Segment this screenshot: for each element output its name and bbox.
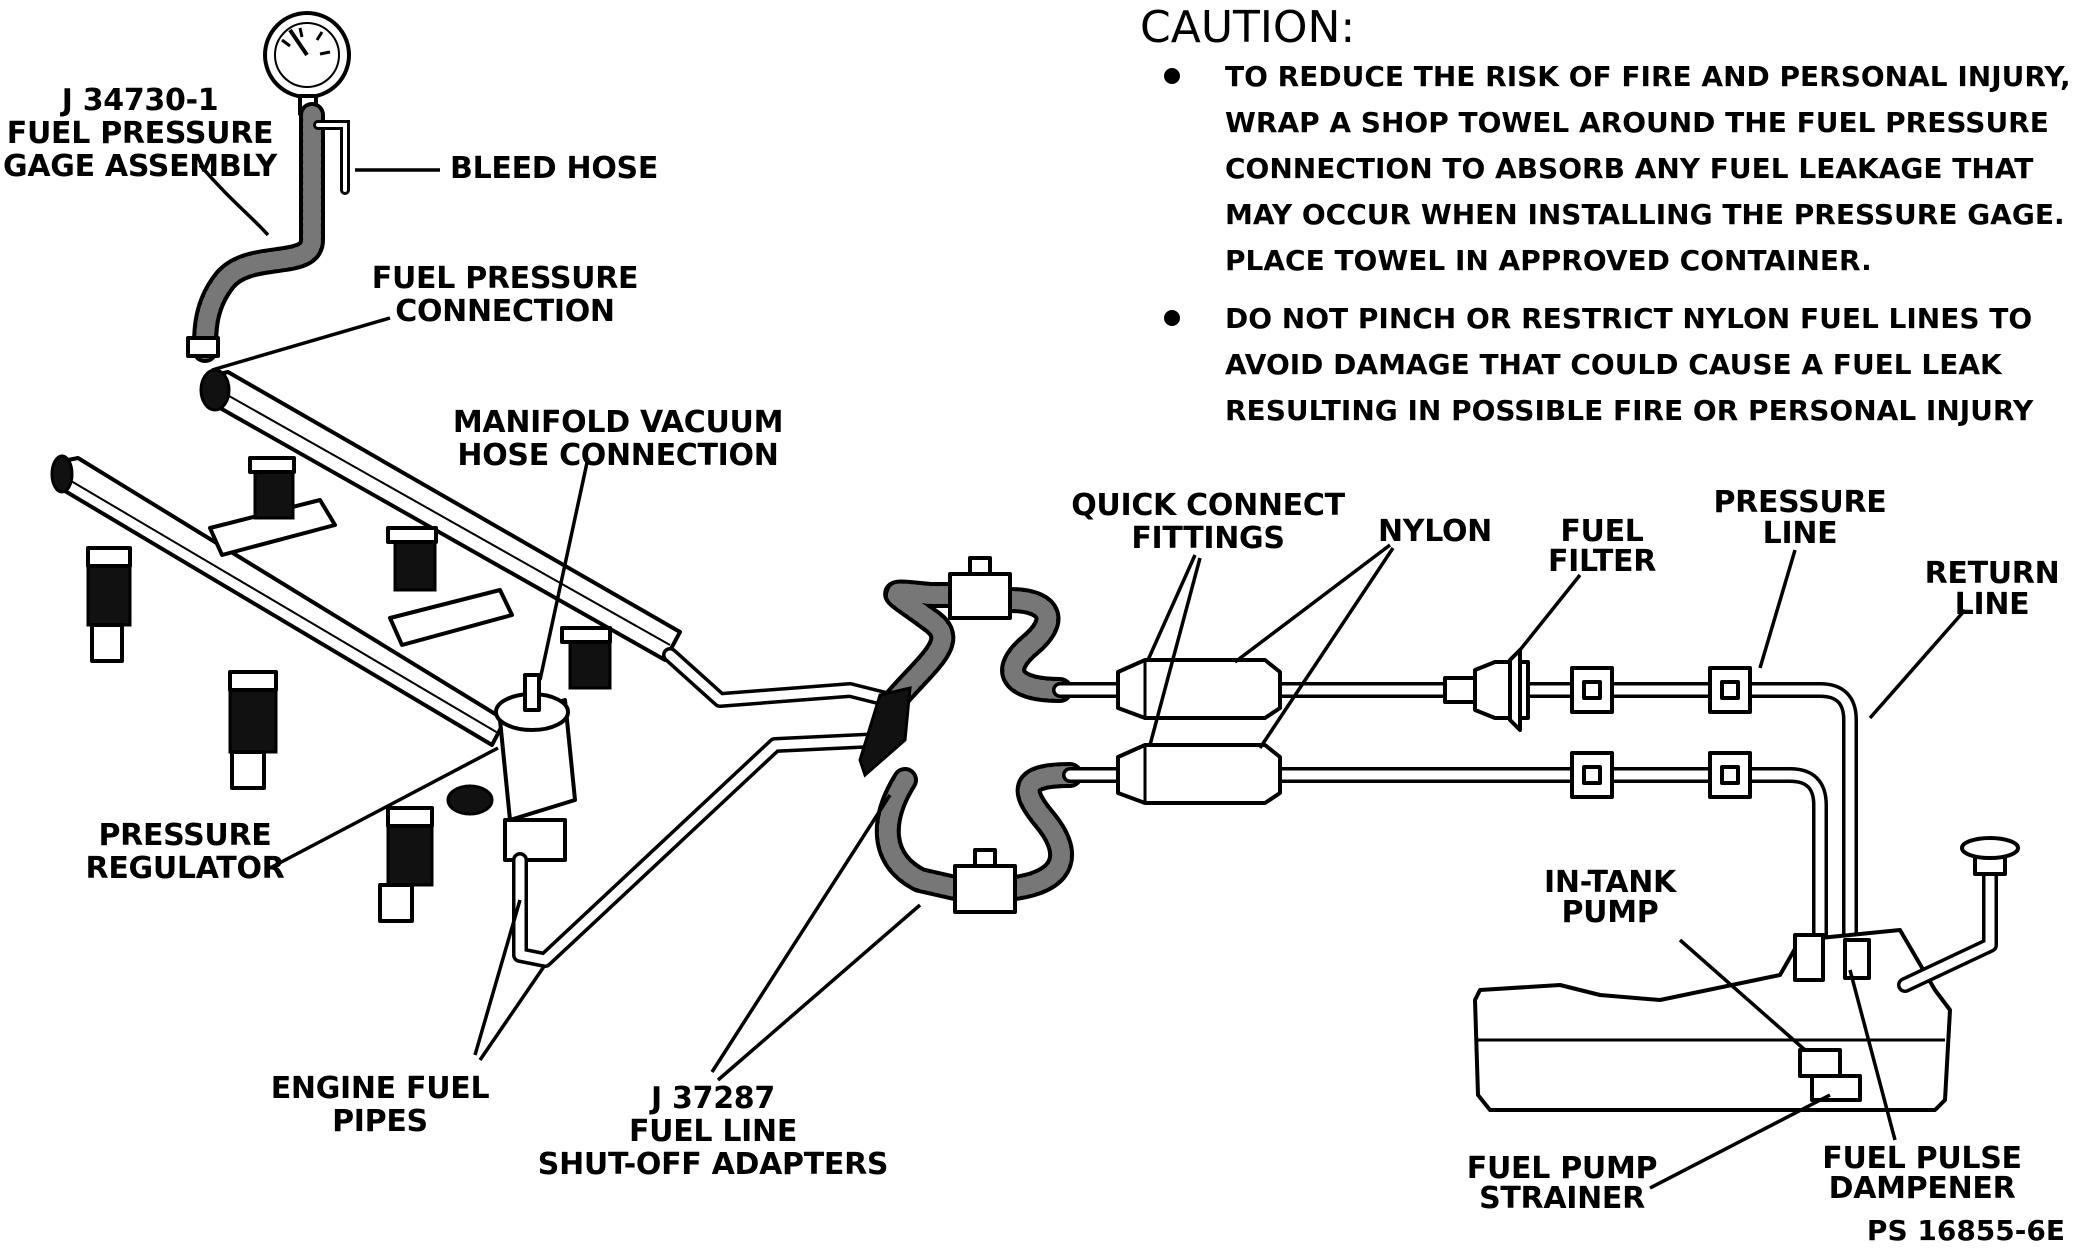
svg-text:IN-TANK: IN-TANK (1544, 865, 1678, 900)
svg-text:STRAINER: STRAINER (1479, 1181, 1645, 1216)
svg-text:FUEL PRESSURE: FUEL PRESSURE (7, 116, 273, 151)
fuel-injector (560, 626, 612, 690)
rail-bracket (388, 588, 514, 647)
label-gage-assembly: J 34730-1 FUEL PRESSURE GAGE ASSEMBLY (3, 83, 279, 184)
label-nylon: NYLON (1378, 514, 1492, 549)
label-fuel-pulse-dampener: FUEL PULSE DAMPENER (1822, 1141, 2022, 1206)
shutoff-adapter-valve (948, 572, 1012, 620)
svg-text:FUEL LINE: FUEL LINE (629, 1114, 797, 1149)
svg-text:RETURN: RETURN (1925, 556, 2060, 591)
line-clip (1708, 666, 1752, 714)
in-tank-pump (1798, 1048, 1842, 1078)
svg-text:J 34730-1: J 34730-1 (60, 83, 219, 118)
svg-text:LINE: LINE (1763, 516, 1838, 551)
svg-text:J 37287: J 37287 (649, 1081, 775, 1116)
svg-text:QUICK CONNECT: QUICK CONNECT (1071, 488, 1345, 523)
engine-fuel-pipes (512, 647, 898, 968)
svg-text:HOSE CONNECTION: HOSE CONNECTION (457, 438, 778, 473)
label-fuel-pump-strainer: FUEL PUMP STRAINER (1467, 1151, 1658, 1216)
caution-line: TO REDUCE THE RISK OF FIRE AND PERSONAL … (1225, 60, 2071, 93)
label-return-line: RETURN LINE (1925, 556, 2060, 622)
fuel-injector (378, 806, 434, 923)
label-bleed-hose: BLEED HOSE (450, 151, 658, 186)
svg-text:FUEL PRESSURE: FUEL PRESSURE (372, 261, 638, 296)
label-pressure-line: PRESSURE LINE (1713, 485, 1886, 551)
label-engine-fuel-pipes: ENGINE FUEL PIPES (271, 1071, 490, 1139)
line-clip (1570, 666, 1614, 714)
svg-text:SHUT-OFF ADAPTERS: SHUT-OFF ADAPTERS (538, 1147, 888, 1182)
svg-text:MANIFOLD VACUUM: MANIFOLD VACUUM (453, 405, 783, 440)
svg-text:DAMPENER: DAMPENER (1829, 1171, 2016, 1206)
fuel-injector (228, 670, 278, 790)
quick-connect-fitting (1116, 658, 1282, 720)
bullet-dot (1164, 310, 1180, 326)
caution-line: CONNECTION TO ABSORB ANY FUEL LEAKAGE TH… (1225, 152, 2033, 185)
svg-text:GAGE ASSEMBLY: GAGE ASSEMBLY (3, 149, 279, 184)
fuel-pressure-gage (186, 11, 351, 363)
svg-text:LINE: LINE (1955, 587, 2030, 622)
svg-text:PIPES: PIPES (332, 1104, 428, 1139)
svg-text:FUEL PUMP: FUEL PUMP (1467, 1151, 1657, 1186)
svg-text:FUEL PULSE: FUEL PULSE (1822, 1141, 2021, 1176)
line-clip (1570, 751, 1614, 799)
fuel-pump-strainer (1810, 1074, 1862, 1102)
fuel-injector (248, 456, 296, 520)
fuel-injector (386, 526, 438, 592)
figure-reference: PS 16855-6E (1867, 1214, 2065, 1247)
shutoff-adapters (858, 556, 1083, 914)
caution-block: CAUTION: TO REDUCE THE RISK OF FIRE AND … (1140, 2, 2071, 427)
label-shutoff-adapters: J 37287 FUEL LINE SHUT-OFF ADAPTERS (538, 1081, 889, 1182)
svg-text:ENGINE FUEL: ENGINE FUEL (271, 1071, 490, 1106)
pressure-line (1052, 682, 1858, 948)
fuel-filter (1443, 648, 1530, 732)
line-clip (1708, 751, 1752, 799)
leader-lines (198, 163, 1967, 1190)
fuel-injector (86, 546, 132, 663)
vacuum-nipple (523, 673, 541, 712)
fuel-pressure-connection-fitting (186, 336, 220, 358)
label-fuel-pressure-connection: FUEL PRESSURE CONNECTION (372, 261, 639, 329)
svg-text:REGULATOR: REGULATOR (86, 851, 285, 886)
svg-text:PRESSURE: PRESSURE (98, 818, 271, 853)
label-fuel-filter: FUEL FILTER (1548, 514, 1657, 579)
part-labels: J 34730-1 FUEL PRESSURE GAGE ASSEMBLY BL… (3, 83, 2060, 1216)
fuel-tank (1473, 836, 2020, 1112)
shutoff-adapter-valve (953, 864, 1017, 914)
caution-title: CAUTION: (1140, 2, 1355, 53)
bullet-dot (1164, 68, 1180, 84)
caution-line: WRAP A SHOP TOWEL AROUND THE FUEL PRESSU… (1225, 106, 2049, 139)
caution-line: RESULTING IN POSSIBLE FIRE OR PERSONAL I… (1225, 394, 2034, 427)
svg-text:CONNECTION: CONNECTION (395, 294, 614, 329)
caution-line: AVOID DAMAGE THAT COULD CAUSE A FUEL LEA… (1225, 348, 2003, 381)
svg-text:FILTER: FILTER (1548, 544, 1656, 579)
label-manifold-vacuum: MANIFOLD VACUUM HOSE CONNECTION (453, 405, 784, 473)
pressure-regulator (446, 673, 577, 862)
caution-line: PLACE TOWEL IN APPROVED CONTAINER. (1225, 244, 1872, 277)
label-in-tank-pump: IN-TANK PUMP (1544, 865, 1678, 930)
label-quick-connect-fittings: QUICK CONNECT FITTINGS (1071, 488, 1346, 556)
label-pressure-regulator: PRESSURE REGULATOR (86, 818, 285, 886)
caution-line: MAY OCCUR WHEN INSTALLING THE PRESSURE G… (1225, 198, 2065, 231)
svg-text:PUMP: PUMP (1562, 895, 1659, 930)
quick-connect-fitting (1116, 743, 1282, 805)
svg-text:FUEL: FUEL (1560, 514, 1643, 549)
svg-text:PRESSURE: PRESSURE (1713, 485, 1886, 520)
caution-line: DO NOT PINCH OR RESTRICT NYLON FUEL LINE… (1225, 302, 2032, 335)
nylon-fuel-lines (1052, 648, 1858, 948)
svg-text:FITTINGS: FITTINGS (1131, 521, 1284, 556)
